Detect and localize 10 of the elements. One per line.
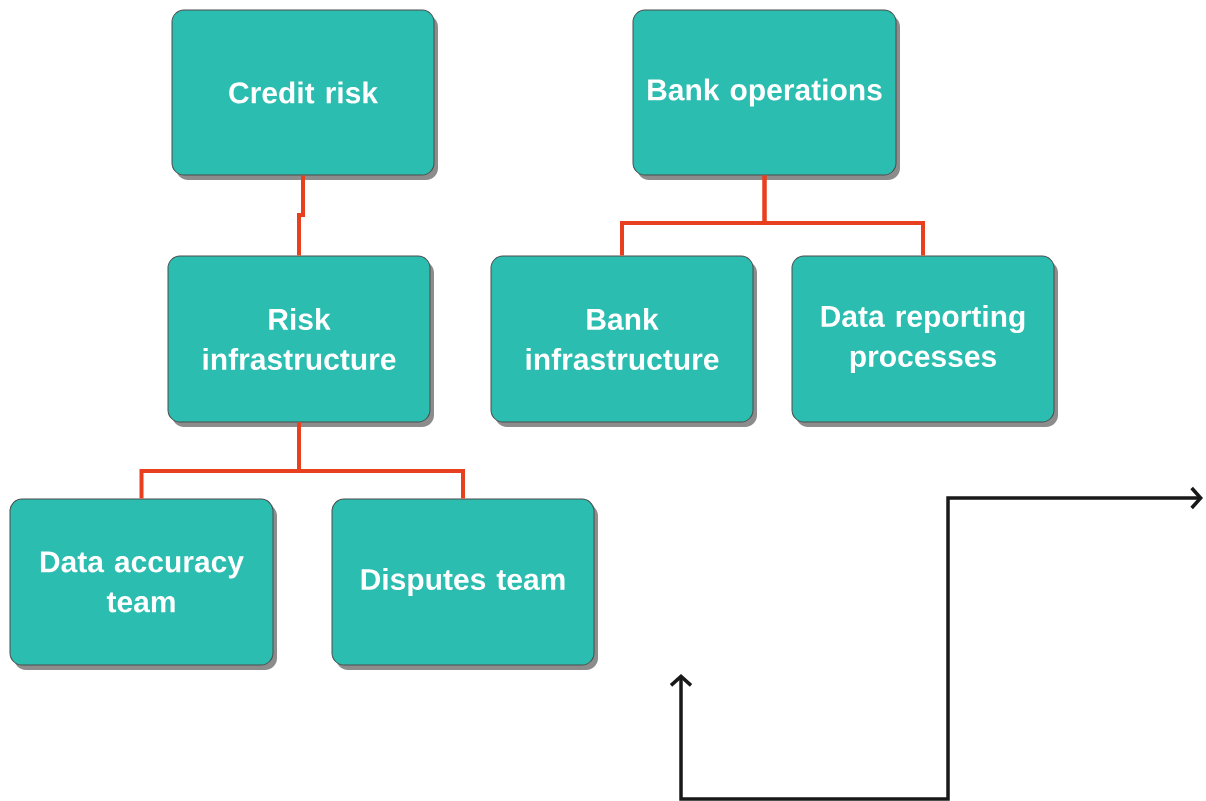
org-box: Bank operations bbox=[632, 9, 900, 180]
org-box: Data reporting processes bbox=[791, 255, 1058, 427]
connector-line bbox=[297, 175, 305, 256]
org-box: Bank infrastructure bbox=[490, 255, 757, 427]
org-box: Credit risk bbox=[171, 9, 438, 180]
org-box: Disputes team bbox=[331, 498, 598, 670]
connector-line bbox=[762, 175, 925, 256]
org-box: Data accuracy team bbox=[9, 498, 277, 670]
connector-line bbox=[297, 422, 465, 499]
org-box: Risk infrastructure bbox=[167, 255, 434, 427]
